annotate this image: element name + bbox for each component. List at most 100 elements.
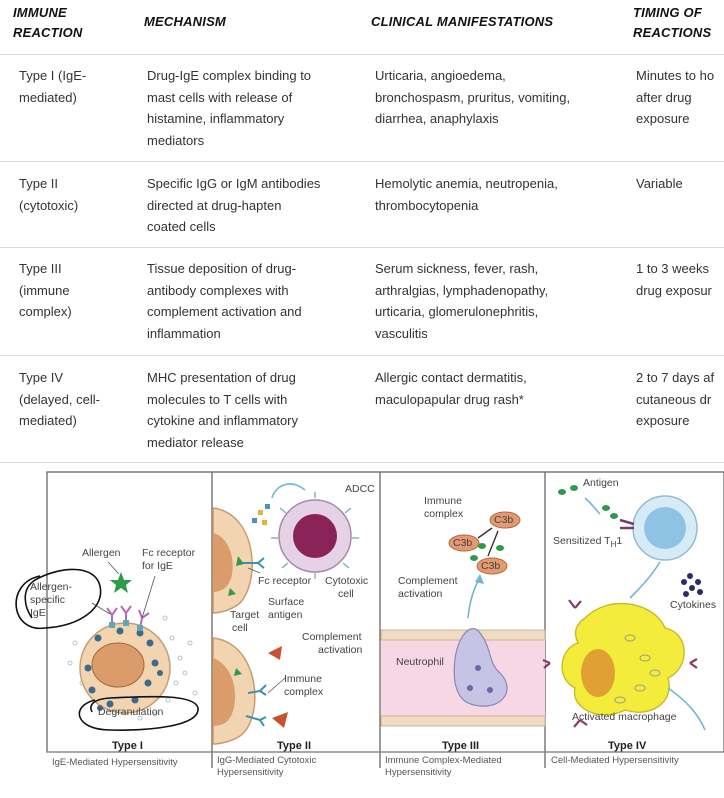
mechanism-cell: Tissue deposition of drug-antibody compl…	[147, 261, 302, 341]
macrophage-nucleus	[581, 649, 615, 697]
antigen-dots	[558, 485, 618, 519]
panel-type-iii: C3b C3b C3b Immune complex Complement ac…	[380, 495, 546, 778]
sensitized-text: Sensitized T	[553, 535, 611, 547]
released-granules	[252, 504, 270, 525]
row-divider	[0, 247, 724, 248]
panel-title-type-i: Type I	[112, 740, 143, 752]
caption-type-ii: Hypersensitivity	[217, 767, 284, 778]
manifestations-cell: Serum sickness, fever, rash,arthralgias,…	[375, 261, 549, 341]
ige-antibodies	[106, 605, 150, 629]
label-c3b: C3b	[481, 560, 500, 572]
label-fc-receptor: Fc receptor	[142, 547, 196, 559]
th-subscript: H	[611, 540, 617, 549]
cytotoxic-cell-nucleus	[293, 514, 337, 558]
allergen-star	[110, 572, 132, 593]
fc-receptor-pointer	[141, 575, 156, 619]
timing-cell: Variable	[636, 176, 683, 191]
label-complement-activation: Complement	[398, 575, 458, 587]
label-target-cell: Target	[230, 609, 259, 621]
label-fc-receptor: Fc receptor	[258, 575, 312, 587]
specific-ige-pointer	[91, 602, 111, 615]
panel-type-ii: ADCC Fc receptor Cytotoxic cell Surface …	[212, 483, 375, 778]
caption-type-iii: Hypersensitivity	[385, 767, 452, 778]
label-cytotoxic-cell: Cytotoxic	[325, 575, 368, 587]
label-adcc: ADCC	[345, 483, 375, 495]
label-antigen: Antigen	[583, 477, 619, 489]
macrophage-granules	[614, 634, 661, 704]
manifestations-cell: Hemolytic anemia, neutropenia,thrombocyt…	[375, 176, 558, 213]
activated-macrophage	[561, 602, 685, 716]
label-complement-activation: activation	[318, 644, 363, 656]
panel-type-i: Allergen Fc receptor for IgE Allergen- s…	[15, 547, 199, 768]
label-allergen-specific-ige: IgE	[30, 607, 46, 619]
panel-title-type-iii: Type III	[442, 740, 479, 752]
reaction-cell: Type II(cytotoxic)	[19, 176, 79, 213]
panel-type-iv: Antigen Sensitized TH1 Cytokines Activat…	[542, 477, 716, 766]
cytotoxic-cell-spikes	[271, 492, 359, 579]
label-c3b: C3b	[453, 537, 472, 549]
label-immune-complex: Immune	[284, 673, 322, 685]
label-allergen-specific-ige: specific	[30, 594, 65, 606]
label-cytokines: Cytokines	[670, 599, 716, 611]
mast-cell-nucleus	[91, 642, 145, 688]
row-divider	[0, 355, 724, 356]
complement-arrow	[467, 577, 481, 619]
antigen-markers	[228, 556, 244, 676]
label-c3b: C3b	[494, 514, 513, 526]
caption-type-ii: IgG-Mediated Cytotoxic	[217, 755, 317, 766]
neutrophil-granule	[487, 687, 493, 693]
label-cytotoxic-cell: cell	[338, 588, 354, 600]
target-cell-nucleus	[213, 533, 233, 592]
manifestations-cell: Urticaria, angioedema,bronchospasm, prur…	[375, 68, 571, 126]
label-degranulation: Degranulation	[98, 706, 164, 718]
fc-receptor-pointer	[247, 567, 261, 574]
tcr-receptor	[619, 518, 635, 530]
immune-complex	[448, 511, 521, 575]
header-divider	[0, 54, 724, 55]
cytokine-release-arrow	[667, 687, 706, 731]
label-allergen: Allergen	[82, 547, 121, 559]
t-cell-nucleus	[644, 507, 686, 549]
row-divider	[0, 462, 724, 463]
caption-type-iii: Immune Complex-Mediated	[385, 755, 502, 766]
manifestations-cell: Allergic contact dermatitis,maculopapula…	[375, 370, 527, 407]
allergen-pointer	[107, 561, 120, 575]
label-complement-activation: Complement	[302, 631, 362, 643]
mast-cell-granules	[84, 627, 163, 711]
neutrophil-granule	[467, 685, 473, 691]
label-surface-antigen: Surface	[268, 596, 304, 608]
label-immune-complex: complex	[284, 686, 324, 698]
row-divider	[0, 161, 724, 162]
fc-receptors	[109, 620, 143, 631]
arrow-head	[475, 574, 484, 584]
panel-title-type-ii: Type II	[277, 740, 311, 752]
cytokine-receptors	[542, 599, 698, 728]
th-number: 1	[616, 535, 622, 547]
caption-type-i: IgE-Mediated Hypersensitivity	[52, 757, 178, 768]
complement-triangles	[268, 646, 288, 728]
cytokine-dots	[681, 573, 703, 597]
hypersensitivity-figure: Allergen Fc receptor for IgE Allergen- s…	[15, 471, 724, 778]
caption-type-iv: Cell-Mediated Hypersensitivity	[551, 755, 679, 766]
header-clinical-manifestations: CLINICAL MANIFESTATIONS	[371, 14, 554, 29]
header-mechanism: MECHANISM	[144, 14, 226, 29]
cytokine-arrow	[629, 561, 661, 599]
label-target-cell: cell	[232, 622, 248, 634]
target-cell-nucleus	[213, 658, 236, 726]
handdrawn-circle-mark	[78, 695, 199, 731]
label-fc-receptor: for IgE	[142, 560, 173, 572]
antigen-arrow	[584, 497, 601, 515]
label-activated-macrophage: Activated macrophage	[572, 711, 677, 723]
panel-title-type-iv: Type IV	[608, 740, 647, 752]
label-neutrophil: Neutrophil	[396, 656, 444, 668]
antibodies	[243, 557, 267, 727]
